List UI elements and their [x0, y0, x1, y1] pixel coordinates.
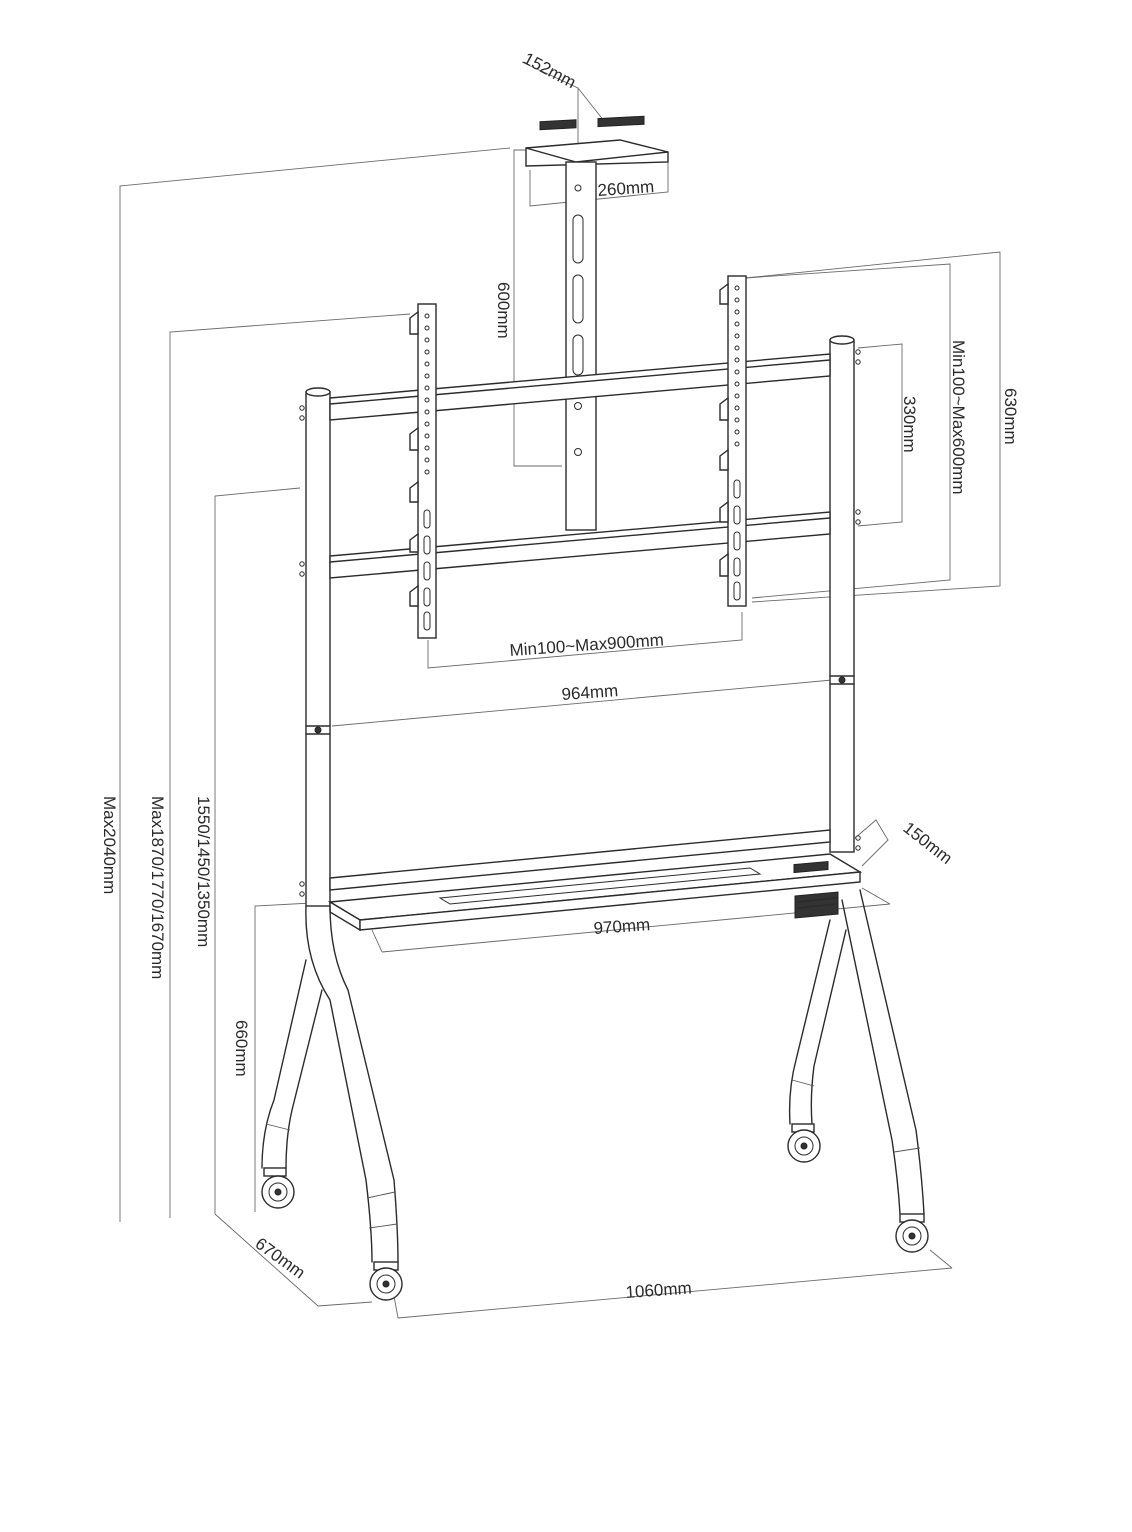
label-top-tray-depth: 152mm: [520, 49, 579, 92]
bottom-shelf: [327, 829, 863, 932]
dimension-labels: 152mm 260mm 600mm 630mm Min100~Max600mm …: [100, 49, 1020, 1302]
label-camera-pole-height: 600mm: [494, 282, 513, 339]
label-vesa-height-range: Min100~Max600mm: [949, 340, 968, 495]
rear-left-caster: [261, 1167, 295, 1209]
left-rail-holes: [423, 313, 431, 631]
label-base-width: 1060mm: [625, 1278, 692, 1302]
label-shelf-height: 660mm: [232, 1020, 251, 1077]
label-vesa-height-max: 630mm: [1001, 388, 1020, 445]
label-top-height-options: Max1870/1770/1670mm: [148, 796, 167, 979]
right-post: [829, 335, 861, 853]
label-shelf-width: 970mm: [593, 915, 651, 938]
right-front-leg: [841, 889, 925, 1215]
camera-shelf: [525, 115, 669, 167]
label-vesa-width-range: Min100~Max900mm: [509, 630, 664, 660]
left-front-leg: [305, 905, 399, 1263]
label-shelf-depth: 150mm: [900, 818, 956, 868]
camera-pole: [565, 161, 597, 531]
rear-right-caster: [787, 1123, 821, 1163]
label-overall-max-height: Max2040mm: [100, 796, 119, 894]
right-vesa-rail: [719, 275, 747, 607]
right-rear-leg: [788, 919, 847, 1125]
label-frame-width: 964mm: [561, 681, 619, 704]
front-right-caster: [895, 1213, 929, 1253]
label-top-tray-width: 260mm: [597, 177, 655, 200]
label-center-height-options: 1550/1450/1350mm: [194, 796, 213, 947]
label-base-depth: 670mm: [252, 1234, 309, 1283]
left-rear-leg: [261, 959, 323, 1169]
right-rail-holes: [733, 285, 741, 601]
left-vesa-rail: [409, 303, 437, 639]
label-crossbar-spacing: 330mm: [900, 396, 919, 453]
dimension-lines: [119, 61, 1001, 1319]
left-post: [299, 387, 331, 907]
front-left-caster: [369, 1261, 403, 1301]
